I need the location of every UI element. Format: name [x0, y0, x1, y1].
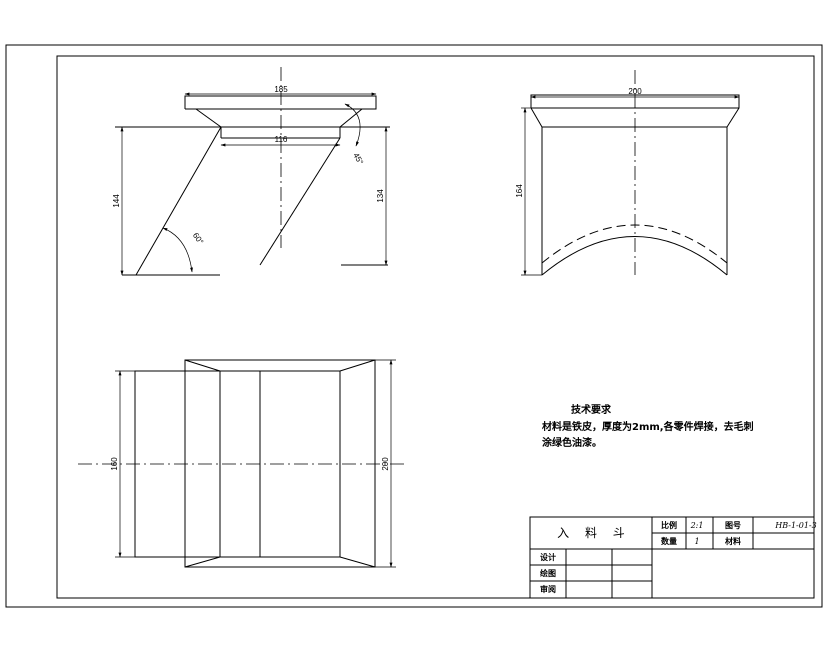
bottom-arc: [541, 236, 728, 276]
flange-left-bottom: [184, 556, 221, 568]
flange-slant-left: [195, 108, 222, 128]
title-block-frame: [529, 516, 815, 599]
dim-116-label: 116: [275, 135, 288, 144]
drawing-no-value: HB-1-01-3: [774, 521, 816, 530]
dim-185-label: 185: [274, 85, 288, 94]
top-flange-outline: [184, 95, 377, 110]
title-block: 入 料 斗 比例 2:1 图号 HB-1-01-3 数量 1 材料 设计 绘图 …: [529, 516, 817, 599]
part-name: 入 料 斗: [557, 526, 625, 540]
designer-label: 设计: [540, 552, 556, 562]
flange-right-top: [339, 359, 376, 372]
angle-60-label: 60°: [191, 231, 205, 246]
material-label: 材料: [725, 536, 741, 546]
flange-slant-left: [530, 107, 543, 128]
flange-slant-right: [726, 107, 740, 128]
hopper-right-wall: [259, 137, 341, 266]
dim-160-label: 160: [110, 457, 119, 471]
bottom-arc-hidden: [541, 224, 728, 264]
tech-line-1: 材料是铁皮，厚度为2mm,各零件焊接，去毛刺: [542, 420, 754, 433]
flange-right-bottom: [339, 556, 376, 568]
dim-200-label: 200: [381, 457, 390, 471]
angle-60-arc: [162, 227, 193, 273]
quantity-value: 1: [694, 537, 699, 546]
drafter-label: 绘图: [540, 568, 556, 578]
top-view: 160 200: [78, 359, 404, 568]
technical-requirements: 技术要求 材料是铁皮，厚度为2mm,各零件焊接，去毛刺 涂绿色油漆。: [542, 403, 754, 449]
angle-45-arc: [344, 103, 361, 147]
angle-45-label: 45°: [351, 151, 365, 166]
inner-rect: [134, 370, 341, 558]
reviewer-label: 审阅: [540, 584, 556, 594]
dim-164-label: 164: [515, 184, 524, 198]
side-view: 200 164: [515, 70, 740, 276]
flange-left-top: [184, 359, 221, 372]
dim-200-label: 200: [628, 87, 642, 96]
tech-line-2: 涂绿色油漆。: [542, 436, 602, 449]
scale-value: 2:1: [690, 521, 704, 530]
outer-rect: [184, 359, 376, 568]
hopper-left-wall: [135, 126, 222, 276]
outer-sheet-border: [5, 44, 823, 608]
inner-drawing-frame: [56, 55, 815, 599]
front-view: 185 116 144 134 60° 45°: [112, 67, 390, 276]
dim-134-label: 134: [376, 189, 385, 203]
top-flange-outline: [530, 94, 740, 109]
drawing-no-label: 图号: [725, 521, 741, 530]
dim-144-label: 144: [112, 194, 121, 208]
scale-label: 比例: [661, 520, 677, 530]
tech-heading: 技术要求: [571, 403, 612, 416]
quantity-label: 数量: [661, 536, 677, 546]
